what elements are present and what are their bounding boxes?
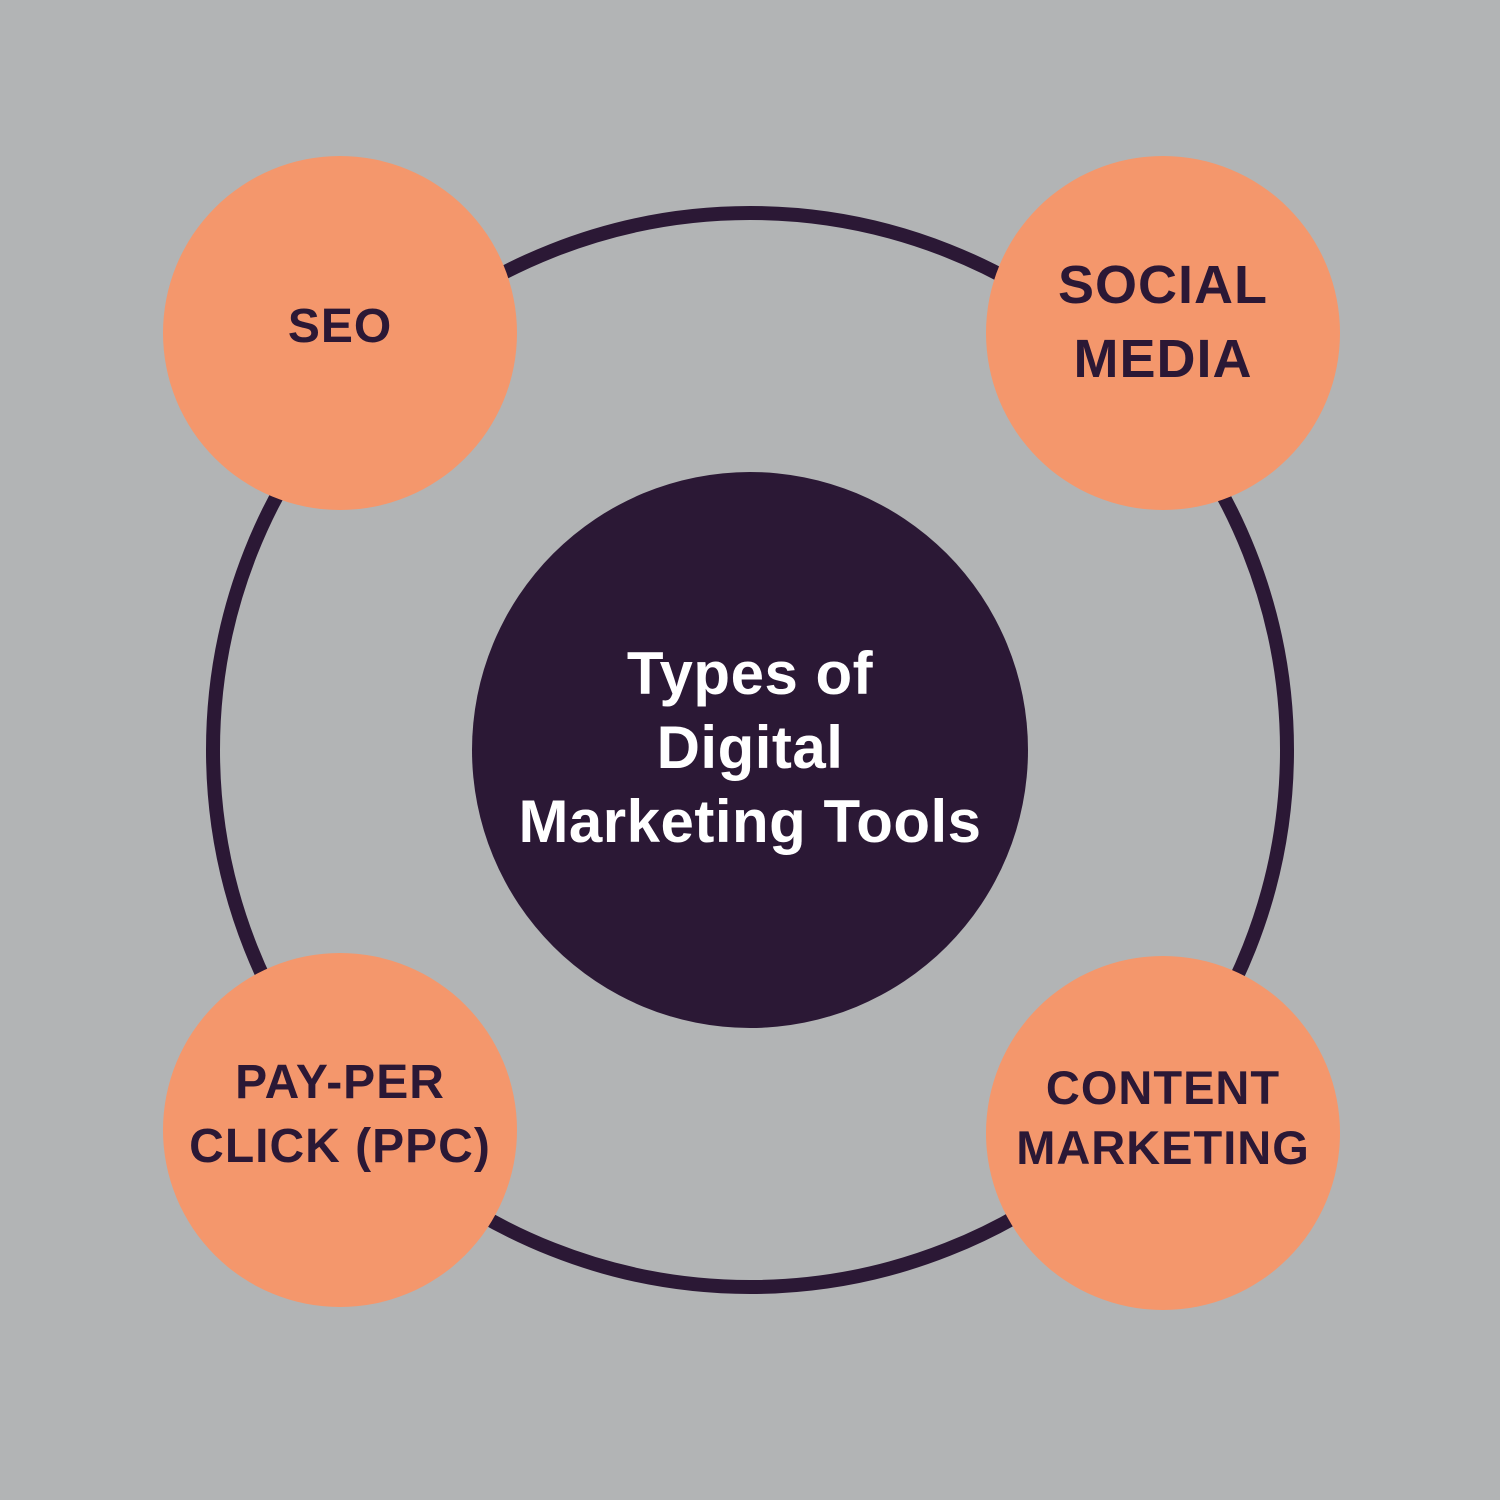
node-label-line: SEO	[287, 300, 393, 353]
node-social-media: SOCIAL MEDIA	[986, 156, 1340, 510]
node-label: CONTENT MARKETING	[1016, 1058, 1310, 1178]
node-label: PAY-PER CLICK (PPC)	[189, 1051, 491, 1179]
hub-title-line: Marketing Tools	[518, 788, 982, 855]
node-label: SOCIAL MEDIA	[1058, 248, 1268, 396]
node-label-line: CLICK (PPC)	[189, 1120, 491, 1173]
node-label-line: SOCIAL	[1057, 255, 1268, 315]
hub-title-line: Types of	[626, 640, 874, 707]
node-content-marketing: CONTENT MARKETING	[986, 956, 1340, 1310]
node-seo: SEO	[163, 156, 517, 510]
node-label: SEO	[288, 297, 392, 357]
node-label-line: PAY-PER	[235, 1056, 445, 1109]
hub-title-line: Digital	[656, 714, 844, 781]
node-pay-per-click: PAY-PER CLICK (PPC)	[163, 953, 517, 1307]
node-label-line: CONTENT	[1045, 1061, 1281, 1114]
center-hub: Types of Digital Marketing Tools	[472, 472, 1028, 1028]
hub-title: Types of Digital Marketing Tools	[518, 637, 981, 859]
node-label-line: MEDIA	[1073, 329, 1253, 389]
node-label-line: MARKETING	[1016, 1121, 1310, 1174]
